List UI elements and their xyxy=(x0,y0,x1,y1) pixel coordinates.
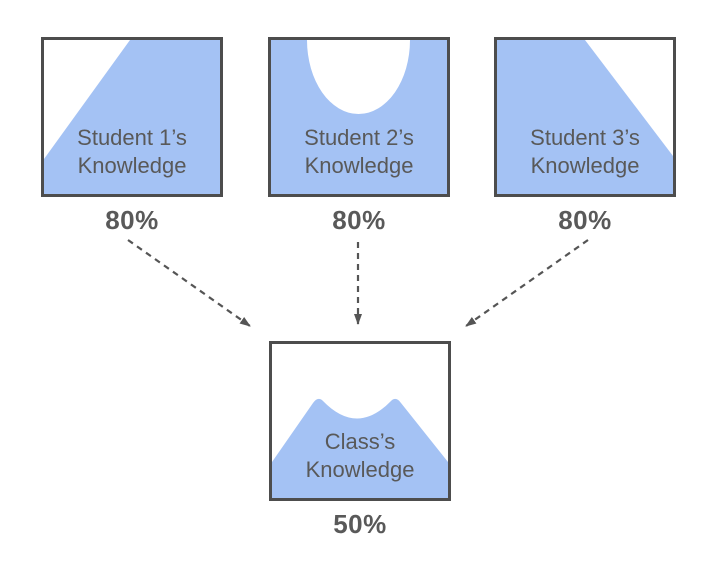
class-knowledge-line: Knowledge xyxy=(305,457,415,482)
student2-knowledge-line: Knowledge xyxy=(304,153,414,178)
student3-knowledge-line: Knowledge xyxy=(530,153,640,178)
student2-knowledge-box: Student 2’s Knowledge xyxy=(268,37,450,197)
student2-knowledge-shape xyxy=(271,40,447,194)
dashed-arrow-icon-student1-to-class xyxy=(127,239,251,327)
student2-name-line: Student 2’s xyxy=(304,125,414,150)
student1-knowledge-box: Student 1’s Knowledge xyxy=(41,37,223,197)
student3-name-line: Student 3’s xyxy=(530,125,640,150)
student2-percent: 80% xyxy=(332,205,386,235)
class-knowledge-shape xyxy=(272,398,448,498)
student3-group: Student 3’s Knowledge 80% xyxy=(494,37,676,236)
student3-knowledge-shape xyxy=(497,40,673,194)
student1-knowledge-label: Student 1’s Knowledge xyxy=(44,124,220,180)
class-percent: 50% xyxy=(333,509,387,539)
class-knowledge-box: Class’s Knowledge xyxy=(269,341,451,501)
student3-knowledge-label: Student 3’s Knowledge xyxy=(497,124,673,180)
class-group: Class’s Knowledge 50% xyxy=(269,341,451,540)
student1-name-line: Student 1’s xyxy=(77,125,187,150)
student1-knowledge-shape xyxy=(44,40,220,194)
student1-percent: 80% xyxy=(105,205,159,235)
student3-knowledge-box: Student 3’s Knowledge xyxy=(494,37,676,197)
dashed-arrow-icon-student3-to-class xyxy=(465,239,589,327)
class-name-line: Class’s xyxy=(324,429,396,454)
class-knowledge-label: Class’s Knowledge xyxy=(272,428,448,484)
student1-group: Student 1’s Knowledge 80% xyxy=(41,37,223,236)
student3-percent: 80% xyxy=(558,205,612,235)
student2-knowledge-label: Student 2’s Knowledge xyxy=(271,124,447,180)
student2-group: Student 2’s Knowledge 80% xyxy=(268,37,450,236)
student1-knowledge-line: Knowledge xyxy=(77,153,187,178)
